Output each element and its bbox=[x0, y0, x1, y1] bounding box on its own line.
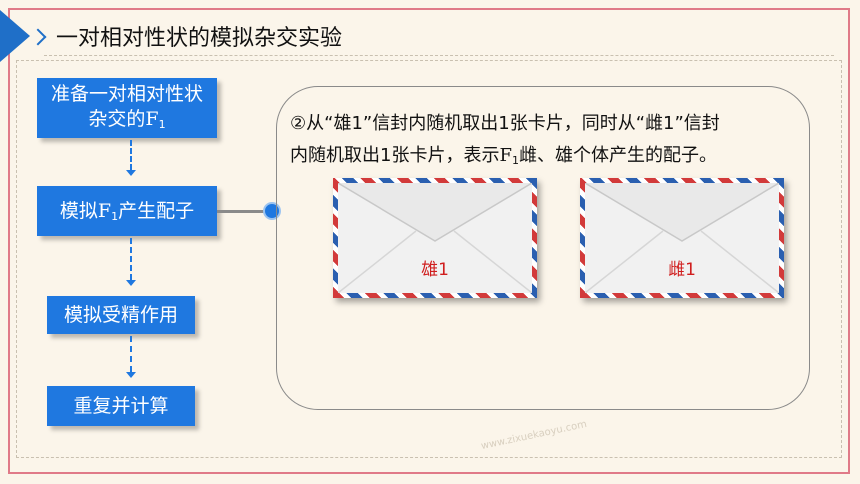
flow-connector-1 bbox=[130, 140, 132, 170]
envelope-icon bbox=[338, 183, 532, 293]
page-title: 一对相对性状的模拟杂交实验 bbox=[56, 26, 343, 51]
corner-triangle-icon bbox=[0, 10, 30, 62]
step-1-var: F bbox=[145, 108, 159, 130]
step-1-line-2: 杂交的F1 bbox=[37, 107, 217, 137]
description-text: ②从“雄1”信封内随机取出1张卡片，同时从“雌1”信封 内随机取出1张卡片，表示… bbox=[290, 108, 810, 177]
flow-connector-2 bbox=[130, 238, 132, 280]
step-1-line-2-prefix: 杂交的 bbox=[88, 108, 146, 130]
arrow-down-icon bbox=[126, 372, 136, 378]
description-sub: 1 bbox=[511, 154, 519, 167]
title-divider bbox=[44, 55, 834, 56]
slide-frame bbox=[8, 8, 850, 474]
step-2-prefix: 模拟 bbox=[59, 200, 98, 222]
arrow-down-icon bbox=[126, 170, 136, 176]
envelope-female[interactable]: 雌1 bbox=[580, 178, 784, 298]
step-2-sub: 1 bbox=[111, 210, 119, 223]
flow-connector-3 bbox=[130, 336, 132, 372]
description-line-2-prefix: 内随机取出1张卡片，表示 bbox=[290, 145, 500, 166]
step-simulate-gametes: 模拟F1产生配子 bbox=[37, 186, 217, 236]
envelope-female-label: 雌1 bbox=[668, 260, 696, 280]
step-repeat-calculate: 重复并计算 bbox=[47, 386, 195, 426]
step-prepare-f1: 准备一对相对性状 杂交的F1 bbox=[37, 78, 217, 138]
description-line-2-suffix: 雌、雄个体产生的配子。 bbox=[518, 145, 717, 166]
step-1-sub: 1 bbox=[158, 118, 166, 131]
envelope-male-label: 雄1 bbox=[421, 260, 449, 280]
description-line-1: ②从“雄1”信封内随机取出1张卡片，同时从“雌1”信封 bbox=[290, 113, 720, 134]
link-line bbox=[217, 210, 269, 213]
description-var: F bbox=[499, 145, 512, 166]
step-simulate-fertilization: 模拟受精作用 bbox=[47, 296, 195, 334]
envelope-icon bbox=[585, 183, 779, 293]
content-frame bbox=[16, 60, 842, 458]
content-panel bbox=[276, 86, 810, 410]
description-line-2: 内随机取出1张卡片，表示F1雌、雄个体产生的配子。 bbox=[290, 140, 810, 177]
step-2-suffix: 产生配子 bbox=[118, 200, 195, 222]
envelope-male[interactable]: 雄1 bbox=[333, 178, 537, 298]
arrow-down-icon bbox=[126, 280, 136, 286]
step-2-var: F bbox=[97, 200, 112, 222]
step-1-line-1: 准备一对相对性状 bbox=[50, 83, 203, 105]
